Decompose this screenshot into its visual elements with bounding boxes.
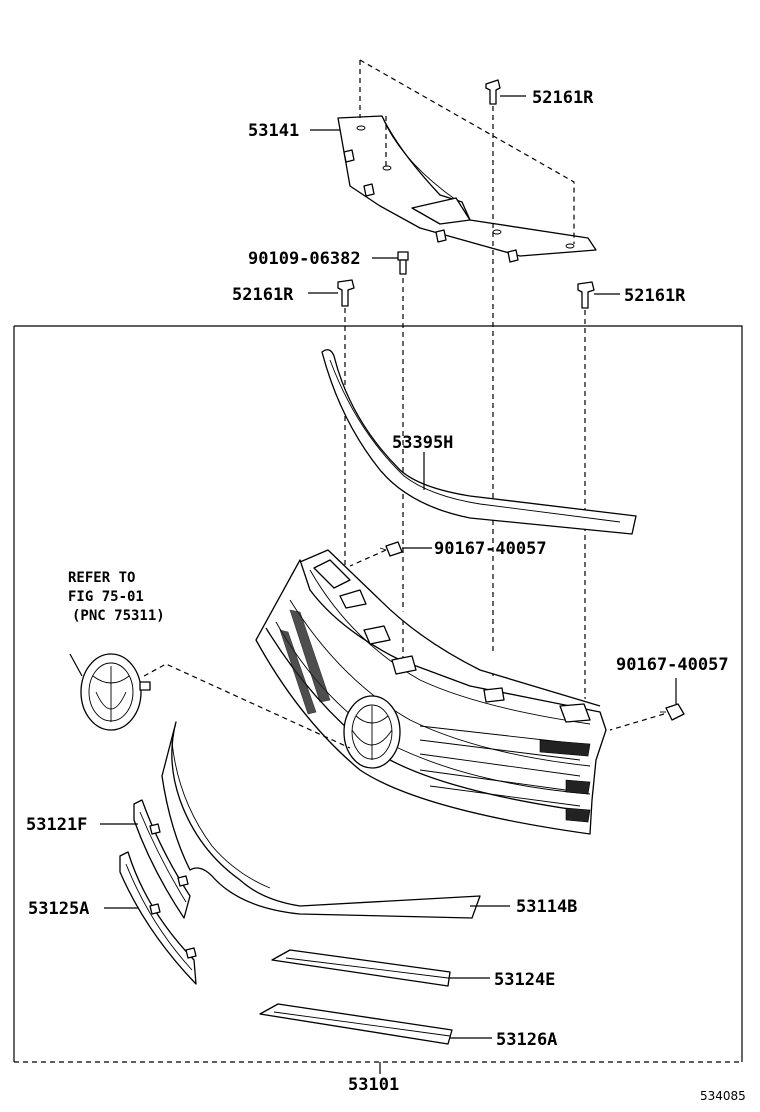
- label-53121f[interactable]: 53121F: [26, 815, 87, 835]
- label-90167-40057-a[interactable]: 90167-40057: [434, 539, 547, 559]
- screw-icon-center[interactable]: [379, 541, 403, 557]
- lower-strip-e-part[interactable]: [271, 949, 451, 987]
- label-53125a[interactable]: 53125A: [28, 899, 89, 919]
- label-53101[interactable]: 53101: [348, 1075, 399, 1095]
- reference-note-line1: REFER TO: [68, 570, 135, 586]
- lower-garnish-part[interactable]: [161, 721, 481, 919]
- label-90167-40057-b[interactable]: 90167-40057: [616, 655, 729, 675]
- reference-note-line2: FIG 75-01: [68, 589, 144, 605]
- screw-icon-right[interactable]: [660, 703, 685, 721]
- lower-strip-a-part[interactable]: [259, 1003, 453, 1045]
- label-53114b[interactable]: 53114B: [516, 897, 577, 917]
- upper-shield-part[interactable]: [337, 115, 597, 263]
- emblem-icon[interactable]: [80, 653, 151, 731]
- label-53395h[interactable]: 53395H: [392, 433, 453, 453]
- clip-icon-right[interactable]: [577, 281, 595, 309]
- upper-moulding-part[interactable]: [321, 349, 637, 535]
- diagram-id: 534085: [700, 1089, 746, 1103]
- bolt-icon[interactable]: [397, 251, 409, 275]
- label-52161r-right[interactable]: 52161R: [624, 286, 686, 306]
- radiator-grille-body[interactable]: [255, 549, 607, 835]
- clip-icon-left[interactable]: [337, 279, 355, 307]
- side-moulding-upper-part[interactable]: [133, 799, 191, 919]
- label-52161r-top[interactable]: 52161R: [532, 88, 594, 108]
- assembly-frame: [13, 325, 743, 1063]
- label-90109-06382[interactable]: 90109-06382: [248, 249, 361, 269]
- label-53124e[interactable]: 53124E: [494, 970, 555, 990]
- side-moulding-lower-part[interactable]: [119, 851, 197, 985]
- label-53126a[interactable]: 53126A: [496, 1030, 557, 1050]
- clip-icon-top[interactable]: [485, 79, 501, 105]
- reference-note-line3: (PNC 75311): [72, 608, 165, 624]
- label-53141[interactable]: 53141: [248, 121, 299, 141]
- label-52161r-left[interactable]: 52161R: [232, 285, 294, 305]
